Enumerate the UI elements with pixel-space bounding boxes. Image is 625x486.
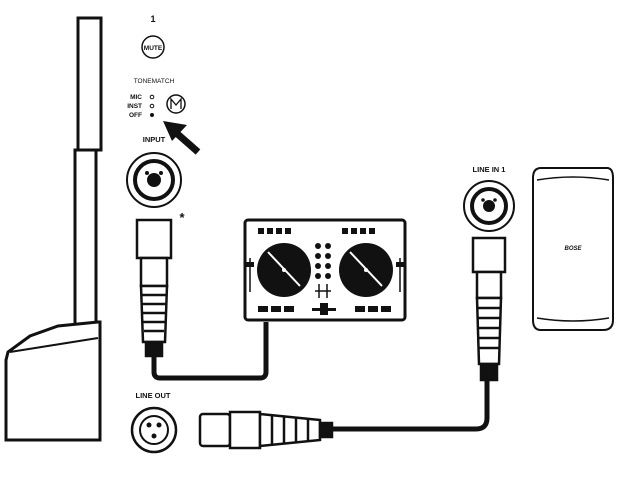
xlr-connector-line-in [471, 236, 507, 382]
cable-mixer-to-input [151, 322, 269, 381]
line-in-combo-jack[interactable] [463, 180, 515, 232]
switch-option-off: OFF [129, 112, 142, 119]
xlr-connector-input [135, 218, 173, 358]
tonematch-m-icon[interactable] [166, 94, 186, 114]
input-label: INPUT [143, 135, 166, 144]
line-out-xlr-jack[interactable] [130, 406, 178, 454]
tonematch-label: TONEMATCH [134, 78, 175, 85]
asterisk-note: * [179, 210, 185, 225]
turntable-left-icon [257, 243, 311, 297]
dj-controller [243, 218, 407, 322]
input-combo-jack[interactable] [126, 152, 182, 208]
bose-speaker: BOSE [532, 167, 614, 331]
bose-logo: BOSE [564, 246, 582, 252]
turntable-right-icon [339, 243, 393, 297]
column-array-speaker [4, 16, 103, 442]
channel-strip: 1 MUTE TONEMATCH MIC INST OFF INPUT [127, 14, 201, 155]
cable-lineout-to-linein [330, 380, 490, 432]
xlr-connector-line-out [198, 410, 334, 450]
line-out-label: LINE OUT [136, 391, 171, 400]
arrow-icon [163, 121, 201, 155]
line-in-label: LINE IN 1 [473, 165, 506, 174]
mic-inst-off-switch[interactable]: MIC INST OFF [127, 94, 155, 119]
switch-option-mic: MIC [130, 94, 142, 101]
inst-indicator [149, 103, 155, 109]
mute-label: MUTE [144, 45, 163, 52]
switch-option-inst: INST [127, 103, 142, 110]
mic-indicator [149, 94, 155, 100]
off-indicator [150, 113, 154, 117]
channel-number: 1 [150, 14, 155, 24]
mute-button[interactable]: MUTE [141, 35, 165, 59]
